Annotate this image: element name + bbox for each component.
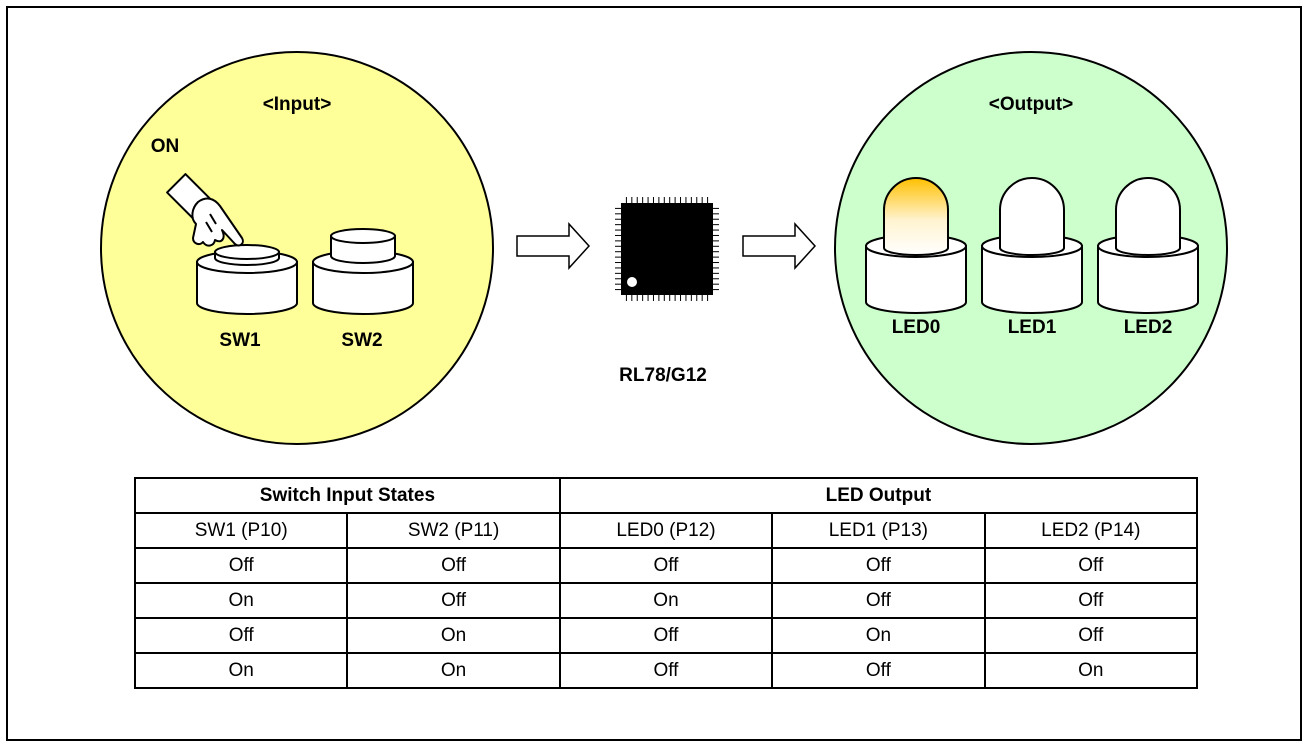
mcu-label: RL78/G12 <box>619 365 707 386</box>
table-row: On Off On Off Off <box>133 582 1199 619</box>
led-label: LED0 <box>892 317 941 338</box>
led-icon <box>865 177 967 314</box>
table-cell: Off <box>346 547 561 584</box>
table-cell: On <box>346 652 561 689</box>
switch-label: SW1 <box>219 330 261 351</box>
group-header-switch-input: Switch Input States <box>134 477 561 514</box>
led-label: LED2 <box>1124 317 1173 338</box>
table-row: On On Off Off On <box>133 652 1199 689</box>
table-cell: On <box>771 617 986 654</box>
column-header: LED2 (P14) <box>983 512 1199 549</box>
push-button-switch-icon <box>196 244 298 315</box>
table-cell: Off <box>771 582 986 619</box>
input-circle <box>100 51 494 445</box>
push-button-switch-icon <box>312 228 414 315</box>
table-cell: Off <box>346 582 561 619</box>
table-cell: Off <box>771 547 986 584</box>
table-cell: Off <box>558 617 774 654</box>
column-header: SW2 (P11) <box>346 512 561 549</box>
table-cell: Off <box>558 547 774 584</box>
io-diagram: <Input> ON SW1 SW2 RL78/G12 <box>100 51 1228 445</box>
table-cell: Off <box>983 617 1199 654</box>
input-title: <Input> <box>263 94 332 115</box>
table-cell: Off <box>983 582 1199 619</box>
table-cell: On <box>346 617 561 654</box>
column-header: LED0 (P12) <box>558 512 774 549</box>
input-group: <Input> ON SW1 SW2 <box>100 51 494 445</box>
table-cell: Off <box>133 617 349 654</box>
output-group: <Output> LED0 LED1 LED2 <box>834 51 1228 445</box>
led-icon <box>981 177 1083 314</box>
table-cell: Off <box>558 652 774 689</box>
table-row: Off On Off On Off <box>133 617 1199 654</box>
right-arrow-icon <box>742 222 817 270</box>
microcontroller-chip-icon <box>615 197 719 301</box>
table-cell: On <box>983 652 1199 689</box>
column-header: SW1 (P10) <box>133 512 349 549</box>
table-cell: On <box>558 582 774 619</box>
switch-label: SW2 <box>341 330 382 351</box>
group-header-led-output: LED Output <box>558 477 1199 514</box>
table-row: Off Off Off Off Off <box>133 547 1199 584</box>
diagram-frame <box>6 6 1302 741</box>
output-title: <Output> <box>989 94 1073 115</box>
table-cell: Off <box>771 652 986 689</box>
table-cell: Off <box>983 547 1199 584</box>
table-group-header-row: Switch Input States LED Output <box>134 477 1199 514</box>
table-cell: On <box>133 582 349 619</box>
table-cell: On <box>133 652 349 689</box>
right-arrow-icon <box>516 222 591 270</box>
column-header: LED1 (P13) <box>771 512 986 549</box>
table-column-header-row: SW1 (P10) SW2 (P11) LED0 (P12) LED1 (P13… <box>133 512 1199 549</box>
table-cell: Off <box>133 547 349 584</box>
on-label: ON <box>151 136 180 157</box>
io-state-table: Switch Input States LED Output SW1 (P10)… <box>133 477 1199 689</box>
led-icon <box>1097 177 1199 314</box>
pressing-finger-icon <box>166 173 244 247</box>
led-label: LED1 <box>1008 317 1057 338</box>
